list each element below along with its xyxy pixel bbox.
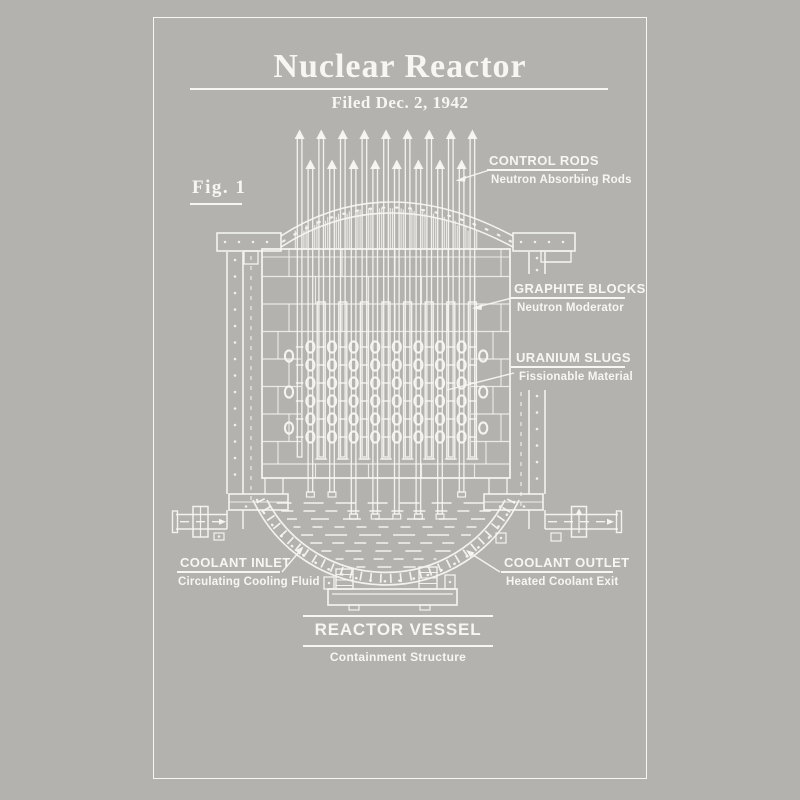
- callout-control-rods-heading: CONTROL RODS: [489, 153, 600, 168]
- callout-control-rods-rule: [487, 169, 588, 171]
- vessel-wall-right: [520, 252, 546, 529]
- vessel-bowl-drawing: [228, 478, 544, 586]
- callout-reactor-vessel-heading: REACTOR VESSEL: [314, 620, 482, 639]
- callout-coolant-outlet-heading: COOLANT OUTLET: [504, 555, 630, 570]
- leader-uranium-slugs: [446, 372, 515, 391]
- leader-graphite-blocks: [472, 297, 513, 310]
- callout-coolant-inlet-sub: Circulating Cooling Fluid: [178, 576, 320, 588]
- callout-coolant-outlet-rule: [501, 571, 613, 573]
- callout-graphite-blocks-sub: Neutron Moderator: [517, 302, 624, 314]
- coolant-outlet-pipe: [495, 505, 623, 544]
- callout-reactor-vessel-sub: Containment Structure: [329, 650, 467, 664]
- coolant-water: [276, 502, 496, 568]
- callout-control-rods-sub: Neutron Absorbing Rods: [491, 174, 632, 186]
- border-frame: [153, 17, 647, 779]
- leader-coolant-inlet: [281, 546, 304, 573]
- callout-coolant-inlet-heading: COOLANT INLET: [180, 555, 291, 570]
- fuel-channel-tubes: [315, 301, 479, 460]
- vessel-wall-left: [226, 252, 252, 529]
- callout-coolant-outlet-sub: Heated Coolant Exit: [506, 576, 619, 588]
- title-underline: [190, 88, 608, 90]
- uranium-slug-lattice: [283, 340, 489, 444]
- figure-underline: [190, 203, 242, 205]
- callout-reactor-vessel-rule-top: [303, 615, 493, 617]
- filed-date: Filed Dec. 2, 1942: [331, 93, 469, 112]
- callout-uranium-slugs-rule: [511, 366, 625, 368]
- figure-label: Fig. 1: [192, 177, 247, 198]
- coolant-inlet-pipe: [171, 505, 227, 541]
- callout-coolant-inlet-rule: [177, 571, 280, 573]
- control-rods-drawing: [294, 129, 478, 520]
- callout-graphite-blocks-heading: GRAPHITE BLOCKS: [514, 281, 646, 296]
- leader-control-rods: [455, 169, 489, 182]
- callout-uranium-slugs-sub: Fissionable Material: [519, 371, 633, 383]
- callout-reactor-vessel-rule-bottom: [303, 645, 493, 647]
- page-title: Nuclear Reactor: [273, 48, 527, 85]
- support-stand: [323, 566, 458, 611]
- leader-coolant-outlet: [466, 550, 501, 573]
- callout-uranium-slugs-heading: URANIUM SLUGS: [516, 350, 631, 365]
- callout-graphite-blocks-rule: [511, 297, 625, 299]
